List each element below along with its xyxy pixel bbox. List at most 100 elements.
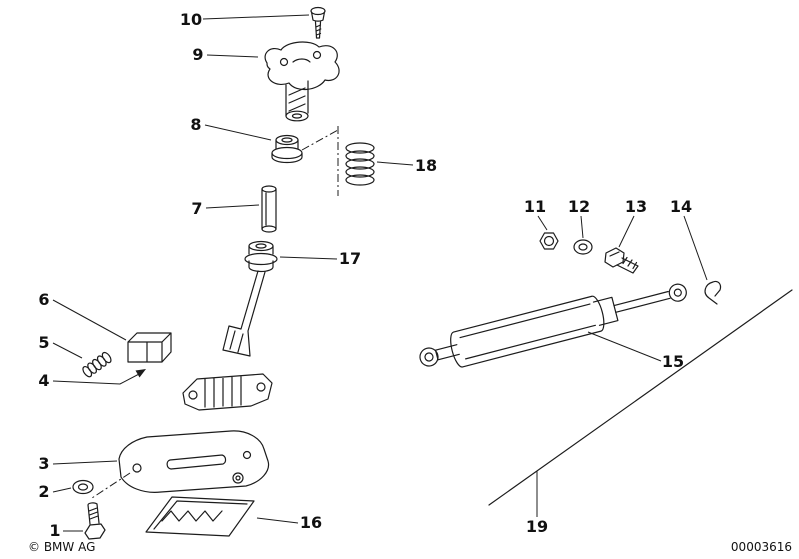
plate-hole — [242, 450, 252, 460]
grommet-top — [248, 240, 274, 252]
damper-eye-left-bore — [424, 352, 434, 362]
part-17-grommet: 17 — [244, 240, 361, 273]
part-12-washer: 12 — [568, 197, 593, 255]
spring-coil — [101, 351, 112, 364]
leader-line-6 — [52, 299, 127, 341]
part-label-17: 17 — [339, 249, 361, 268]
leader-line-9 — [206, 54, 259, 58]
boss-bore — [291, 113, 303, 119]
shift-shaft-and-fork — [222, 270, 266, 357]
part-3-mounting-plate: 3 — [38, 430, 270, 499]
leader-line-16 — [256, 517, 299, 524]
part-label-5: 5 — [38, 333, 49, 352]
damper-rod — [613, 290, 671, 313]
washer-drawing — [72, 479, 94, 495]
part-label-16: 16 — [300, 513, 322, 532]
block-drawing — [127, 332, 172, 363]
damper-eye-right-bore — [673, 288, 682, 297]
part-13-bolt: 13 — [604, 197, 647, 274]
part-11-nut: 11 — [524, 197, 559, 250]
leader-line-17 — [279, 256, 338, 260]
bolt-head — [84, 523, 106, 540]
part-label-14: 14 — [670, 197, 692, 216]
leader-line-5 — [52, 342, 83, 359]
washer-drawing — [573, 239, 593, 255]
damper-eye-left — [419, 347, 439, 367]
ribbed-bracket-drawing — [182, 373, 273, 411]
plate-outline — [118, 430, 270, 493]
alignment-dash-line — [301, 126, 339, 196]
leader-line-10 — [202, 14, 310, 20]
leader-line-18 — [376, 161, 414, 166]
leader-line-3 — [52, 460, 118, 465]
part-18-spring: 18 — [301, 126, 437, 196]
clip-drawing — [704, 280, 722, 305]
part-14-clip: 14 — [670, 197, 722, 305]
part-label-13: 13 — [625, 197, 647, 216]
screw-drawing — [310, 6, 326, 39]
leader-line-4 — [52, 372, 142, 385]
grommet-body — [248, 245, 274, 273]
bushing-flange — [271, 146, 303, 160]
plate-hole — [132, 463, 142, 473]
spring-coil — [345, 166, 375, 178]
reference-line-drawing — [488, 289, 793, 506]
leader-line-2 — [52, 487, 72, 493]
part-6-stop-block: 6 — [38, 290, 172, 363]
bushing-body — [271, 139, 303, 164]
part-label-1: 1 — [49, 521, 60, 540]
washer-bore — [578, 243, 588, 251]
part-label-11: 11 — [524, 197, 546, 216]
nut-drawing — [539, 232, 559, 250]
bolt-shaft — [87, 502, 100, 525]
fastener-axis-dash-line — [91, 472, 131, 499]
nut-bore — [543, 235, 555, 247]
leader-line-13 — [618, 215, 635, 248]
leader-line-11 — [537, 215, 548, 231]
leader-line-12 — [580, 215, 584, 239]
part-label-10: 10 — [180, 10, 202, 29]
shaft-drawing — [222, 270, 266, 357]
part-15-steering-damper: 15 — [419, 283, 687, 371]
part-16-serrated-plate: 16 — [145, 496, 322, 537]
selector-plate-outline — [264, 41, 340, 90]
washer-bore — [77, 483, 89, 491]
part-10-screw: 10 — [180, 6, 326, 39]
damper-body-shading — [459, 303, 596, 360]
arrowhead-4 — [135, 369, 146, 378]
bolt-shaft — [616, 256, 639, 274]
part-1-bolt: 1 — [49, 502, 106, 540]
part-label-9: 9 — [192, 45, 203, 64]
spring-coil — [345, 174, 375, 186]
boss-bottom — [285, 110, 309, 122]
serrated-plate-outline — [145, 496, 255, 537]
part-19-reference-line: 19 — [488, 289, 793, 536]
part-label-4: 4 — [38, 371, 49, 390]
damper-drawing — [419, 283, 687, 368]
part-4-callout: 4 — [38, 369, 273, 411]
grommet-flange — [244, 252, 278, 266]
pin-body — [261, 188, 277, 230]
pin-bottom — [261, 225, 277, 233]
pin-top — [261, 185, 277, 193]
damper-neck — [434, 344, 460, 361]
part-8-bushing: 8 — [190, 115, 303, 164]
part-5-spring: 5 — [38, 333, 112, 378]
serration-zigzag — [161, 510, 223, 522]
part-7-pin: 7 — [191, 185, 277, 233]
bracket-hole — [188, 390, 198, 400]
part-label-15: 15 — [662, 352, 684, 371]
bracket-hole — [256, 382, 266, 392]
plate-boss — [285, 80, 309, 117]
part-label-7: 7 — [191, 199, 202, 218]
plate-detail — [292, 58, 311, 63]
small-spring-drawing — [82, 351, 112, 378]
plate-boss-bore — [235, 475, 241, 481]
spring-coil — [345, 142, 375, 154]
bolt-head — [604, 247, 625, 268]
leader-line-15 — [587, 331, 662, 362]
plate-hole — [312, 50, 322, 60]
leader-line-14 — [683, 215, 708, 281]
